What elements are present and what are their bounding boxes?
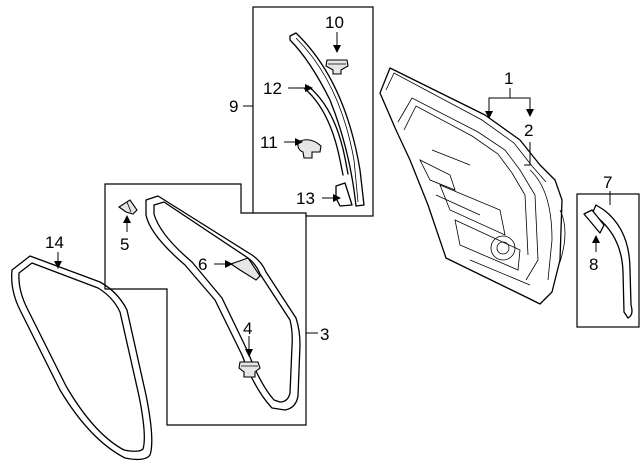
seal-8[interactable] [583,209,605,234]
callout-4: 4 [243,319,252,338]
callout-12: 12 [263,79,282,98]
weatherstrip-14[interactable] [11,255,153,461]
clip-10[interactable] [325,59,349,75]
seal-7[interactable] [591,204,633,319]
clip-6[interactable] [229,257,261,281]
callout-11: 11 [260,133,278,152]
strip-12[interactable] [303,85,349,176]
callout-14: 14 [45,233,64,252]
callout-5: 5 [120,235,129,254]
frame-group-3 [104,183,318,426]
frame-group-9 [252,6,374,217]
callout-13: 13 [296,189,315,208]
trim-seal-3[interactable] [145,195,301,411]
callout-9: 9 [229,97,238,116]
callout-2: 2 [524,121,533,140]
callout-6: 6 [198,255,207,274]
callout-3: 3 [320,325,329,344]
callout-10: 10 [325,13,344,32]
callout-1: 1 [504,69,513,88]
callout-7: 7 [603,173,612,192]
frame-group-7 [576,191,640,328]
clip-5[interactable] [118,199,138,215]
clip-11[interactable] [297,139,322,159]
callout-8: 8 [589,255,598,274]
clip-4[interactable] [238,361,261,378]
door-shell[interactable] [379,67,566,305]
